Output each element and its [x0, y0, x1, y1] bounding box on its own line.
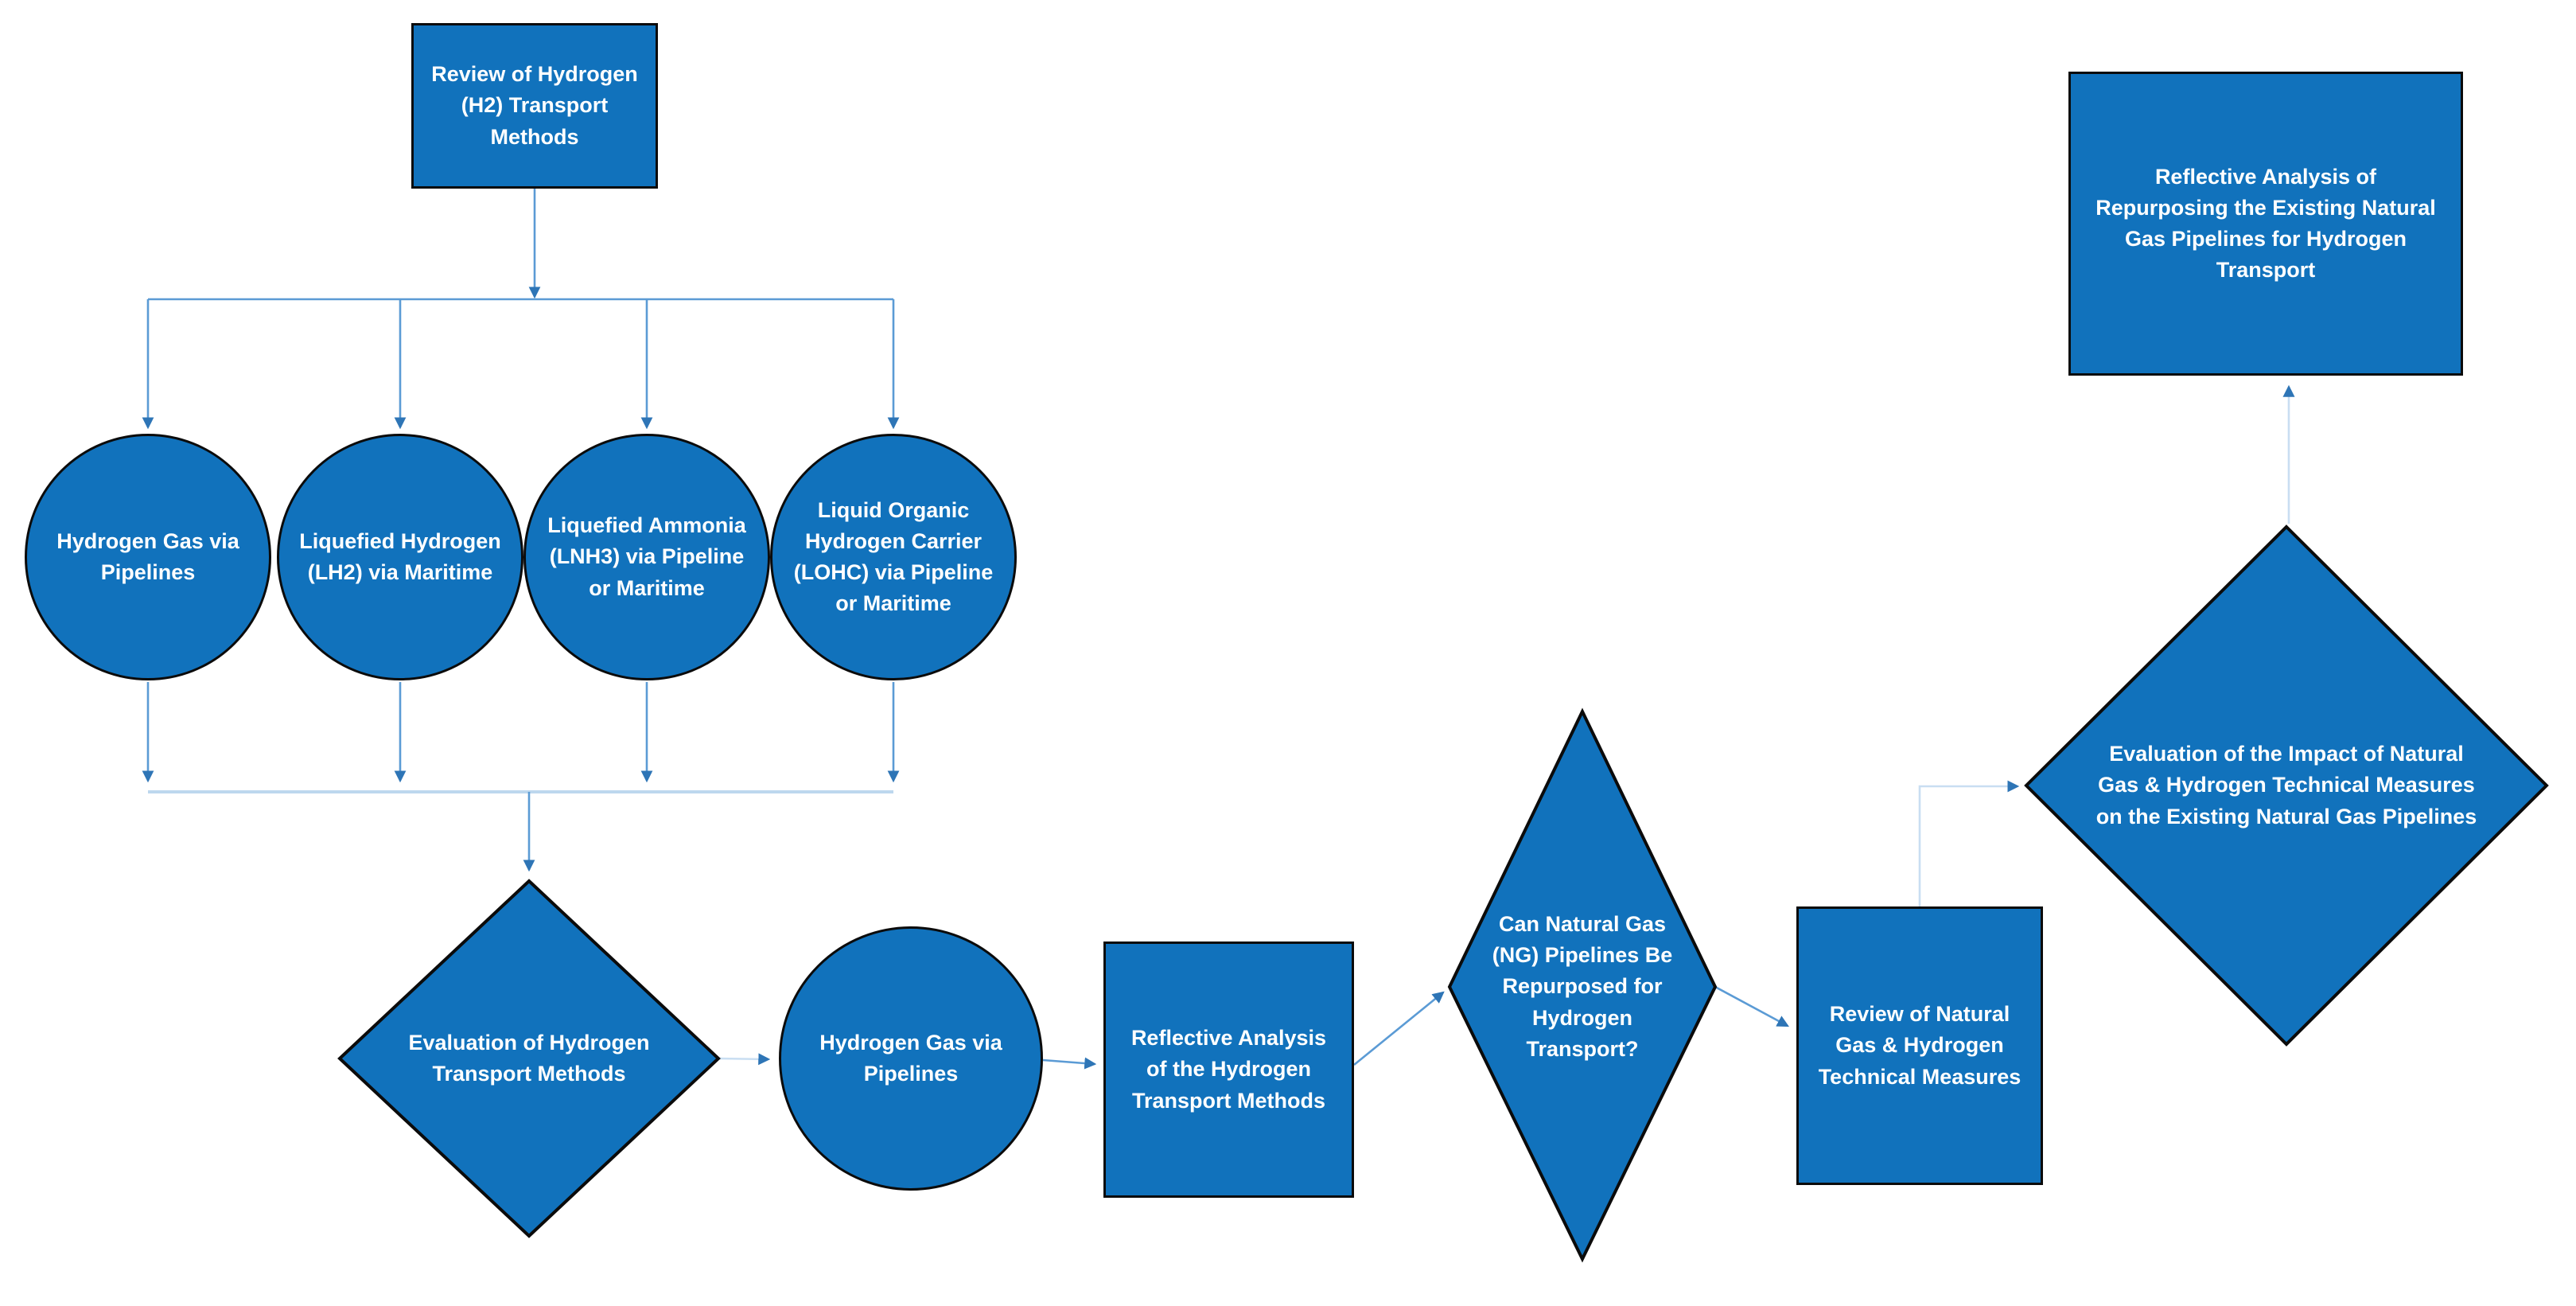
connector-question-to-review-ng	[1714, 985, 1789, 1027]
node-lohc-pipeline-maritime: Liquid Organic Hydrogen Carrier (LOHC) v…	[770, 434, 1017, 680]
node-h2-pipelines-top: Hydrogen Gas via Pipelines	[25, 434, 271, 680]
connector-review-ng-to-impact	[1918, 780, 2020, 906]
node-review-ng-measures: Review of Natural Gas & Hydrogen Technic…	[1796, 906, 2043, 1185]
connector-reflective-to-question	[1353, 991, 1445, 1066]
node-reflective-h2: Reflective Analysis of the Hydrogen Tran…	[1103, 941, 1354, 1198]
node-lnh3-pipeline-maritime: Liquefied Ammonia (LNH3) via Pipeline or…	[523, 434, 770, 680]
node-h2-pipelines-mid: Hydrogen Gas via Pipelines	[779, 926, 1043, 1191]
diamond-eval-h2-transport	[337, 879, 721, 1238]
node-lh2-maritime: Liquefied Hydrogen (LH2) via Maritime	[277, 434, 523, 680]
connector-circle-to-reflective	[1042, 1057, 1097, 1070]
connector-evaluation-to-circle	[718, 1053, 771, 1066]
node-eval-h2-transport-label: Evaluation of Hydrogen Transport Methods	[408, 1030, 650, 1086]
diamond-ng-repurpose-question	[1447, 708, 1718, 1263]
diamond-eval-impact-measures	[2024, 524, 2549, 1047]
node-ng-repurpose-question-label: Can Natural Gas (NG) Pipelines Be Repurp…	[1492, 912, 1673, 1061]
node-review-h2: Review of Hydrogen (H2) Transport Method…	[411, 23, 658, 189]
node-reflective-repurposing: Reflective Analysis of Repurposing the E…	[2068, 72, 2463, 376]
node-eval-impact-measures-label: Evaluation of the Impact of Natural Gas …	[2095, 742, 2477, 828]
